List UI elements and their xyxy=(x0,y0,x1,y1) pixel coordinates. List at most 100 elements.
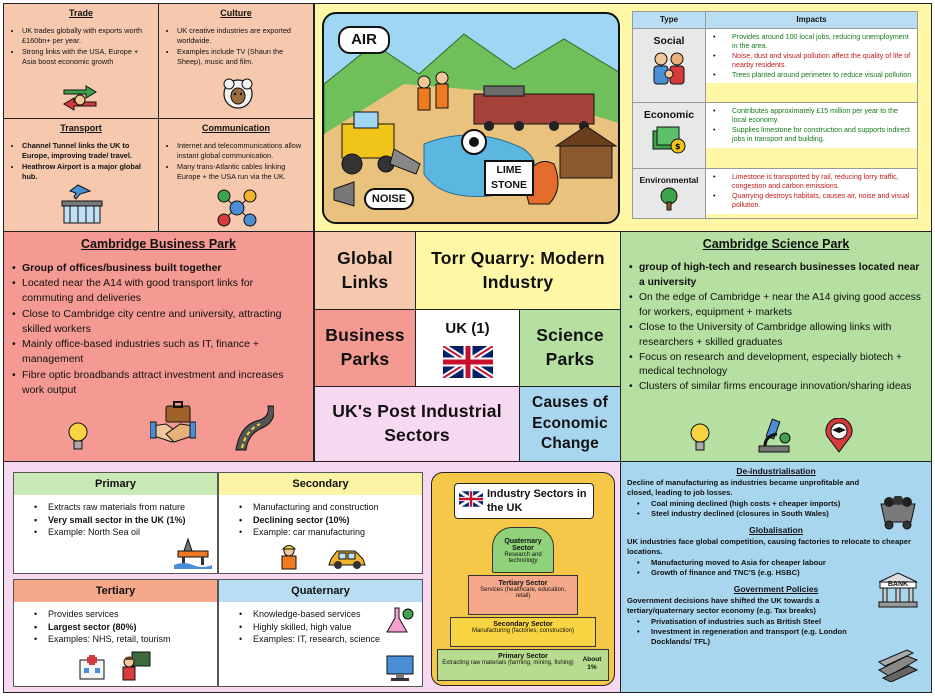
sectors-panel: Primary Extracts raw materials from natu… xyxy=(3,461,621,693)
culture-point: Examples include TV (Shaun the Sheep), m… xyxy=(177,47,307,67)
primary-point: Example: North Sea oil xyxy=(34,526,211,539)
pyramid-level-name: Secondary Sector xyxy=(493,621,553,628)
business-park-point: Located near the A14 with good transport… xyxy=(12,276,305,306)
globalisation-text: UK industries face global competition, c… xyxy=(627,537,911,557)
environmental-type-cell: Environmental xyxy=(632,168,706,219)
microscope-icon xyxy=(755,418,793,459)
coal-cart-icon xyxy=(877,495,919,535)
handshake-arrows-icon xyxy=(60,84,100,112)
trade-point: Strong links with the USA, Europe + Asia… xyxy=(22,47,152,67)
secondary-point: Declining sector (10%) xyxy=(239,514,416,527)
road-icon xyxy=(230,404,275,457)
culture-title: Culture xyxy=(220,8,252,18)
quaternary-title: Quaternary xyxy=(219,580,422,602)
economic-type-cell: Economic $ xyxy=(632,102,706,169)
tertiary-point: Examples: NHS, retail, tourism xyxy=(34,633,211,646)
lab-flask-icon xyxy=(385,606,415,641)
trade-panel: Trade UK trades globally with exports wo… xyxy=(3,3,159,119)
transport-panel: Transport Channel Tunnel links the UK to… xyxy=(3,118,159,232)
economic-impact: Supplies limestone for construction and … xyxy=(710,126,913,145)
impacts-header-type: Type xyxy=(632,11,706,29)
briefcase-icon xyxy=(164,400,192,429)
pyramid-level-detail: Extracting raw materials (farming, minin… xyxy=(442,660,574,666)
sheep-icon xyxy=(221,74,255,112)
global-links-tile: Global Links xyxy=(314,231,416,310)
science-park-title: Cambridge Science Park xyxy=(702,237,850,251)
uk-tile: UK (1) xyxy=(415,309,520,387)
bank-label: BANK xyxy=(887,581,909,588)
uk-label: UK (1) xyxy=(445,320,490,337)
pyramid-level-share: About 1% xyxy=(582,656,602,671)
government-title: Government Policies xyxy=(733,584,819,594)
economic-label: Economic xyxy=(643,109,695,121)
business-parks-tile: Business Parks xyxy=(314,309,416,387)
science-park-point: Clusters of similar firms encourage inno… xyxy=(629,380,923,395)
social-impacts-cell: Provides around 100 local jobs, reducing… xyxy=(705,28,918,103)
limestone-label-line2: STONE xyxy=(491,179,527,191)
environmental-impact: Limestone is transported by rail, reduci… xyxy=(710,173,913,192)
deindustrialisation-point: Steel industry declined (closures in Sou… xyxy=(637,509,925,520)
government-point: Privatisation of industries such as Brit… xyxy=(637,617,881,628)
science-park-point: Close to the University of Cambridge all… xyxy=(629,321,923,351)
svg-text:$: $ xyxy=(675,142,681,151)
business-park-title: Cambridge Business Park xyxy=(81,237,236,251)
tertiary-title: Tertiary xyxy=(14,580,217,602)
economic-impacts-cell: Contributes approximately £15 million pe… xyxy=(705,102,918,169)
secondary-sector-card: Secondary Manufacturing and construction… xyxy=(218,472,423,574)
quaternary-point: Knowledge-based services xyxy=(239,608,416,621)
globalisation-point: Manufacturing moved to Asia for cheaper … xyxy=(637,558,925,569)
transport-point: Channel Tunnel links the UK to Europe, i… xyxy=(22,141,152,161)
pyramid-level-quaternary: Quaternary Sector Research and technolog… xyxy=(492,527,554,573)
tertiary-point: Largest sector (80%) xyxy=(34,621,211,634)
pyramid-level-detail: Services (healthcare, education, retail) xyxy=(480,587,566,599)
lightbulb-icon xyxy=(64,420,92,459)
people-icon xyxy=(633,50,705,91)
limestone-label-line1: LIME xyxy=(496,164,522,176)
pyramid-level-secondary: Secondary Sector Manufacturing (factorie… xyxy=(450,617,596,647)
money-icon: $ xyxy=(633,125,705,158)
environmental-impact: Quarrying destroys habitats, causes air,… xyxy=(710,192,913,211)
environmental-impacts-cell: Limestone is transported by rail, reduci… xyxy=(705,168,918,219)
tertiary-point: Provides services xyxy=(34,608,211,621)
business-park-point: Mainly office-based industries such as I… xyxy=(12,337,305,367)
airport-icon xyxy=(60,181,104,227)
environmental-label: Environmental xyxy=(639,175,699,185)
primary-point: Extracts raw materials from nature xyxy=(34,501,211,514)
deindustrialisation-text: Decline of manufacturing as industries b… xyxy=(627,478,860,498)
pyramid-level-name: Primary Sector xyxy=(498,653,548,660)
deindustrialisation-point: Coal mining declined (high costs + cheap… xyxy=(637,499,925,510)
lightbulb-icon xyxy=(687,422,713,459)
noise-label: NOISE xyxy=(364,188,414,210)
uk-flag-icon xyxy=(458,490,484,512)
secondary-point: Manufacturing and construction xyxy=(239,501,416,514)
pyramid-level-tertiary: Tertiary Sector Services (healthcare, ed… xyxy=(468,575,578,615)
impacts-header-impacts: Impacts xyxy=(705,11,918,29)
impacts-table: Type Impacts Social Provides around 100 … xyxy=(632,11,918,219)
graduation-pin-icon xyxy=(821,417,857,459)
car-icon xyxy=(327,547,367,573)
social-impact: Trees planted around perimeter to reduce… xyxy=(710,71,913,81)
torr-quarry-tile: Torr Quarry: Modern Industry xyxy=(415,231,621,310)
pyramid-level-detail: Manufacturing (factories, construction) xyxy=(471,628,575,634)
globalisation-title: Globalisation xyxy=(749,525,803,535)
culture-panel: Culture UK creative industries are expor… xyxy=(158,3,314,119)
computer-icon xyxy=(385,654,415,686)
secondary-point: Example: car manufacturing xyxy=(239,526,416,539)
pyramid-level-name: Quaternary Sector xyxy=(504,538,542,552)
uk-flag-icon xyxy=(441,343,495,383)
pyramid-level-name: Tertiary Sector xyxy=(498,580,548,587)
primary-sector-card: Primary Extracts raw materials from natu… xyxy=(13,472,218,574)
science-parks-tile: Science Parks xyxy=(519,309,621,387)
oil-rig-icon xyxy=(174,537,212,573)
business-park-point: Group of offices/business built together xyxy=(12,261,305,276)
science-park-point: Focus on research and development, espec… xyxy=(629,351,923,381)
government-point: Investment in regeneration and transport… xyxy=(637,627,881,648)
secondary-title: Secondary xyxy=(219,473,422,495)
handshake-icon xyxy=(149,416,197,453)
hospital-icon xyxy=(78,654,106,685)
limestone-sign: LIME STONE xyxy=(484,160,534,196)
tree-icon xyxy=(633,187,705,213)
bank-icon: BANK xyxy=(877,572,919,608)
social-impact: Provides around 100 local jobs, reducing… xyxy=(710,33,913,52)
pyramid-level-detail: Research and technology xyxy=(504,552,542,564)
